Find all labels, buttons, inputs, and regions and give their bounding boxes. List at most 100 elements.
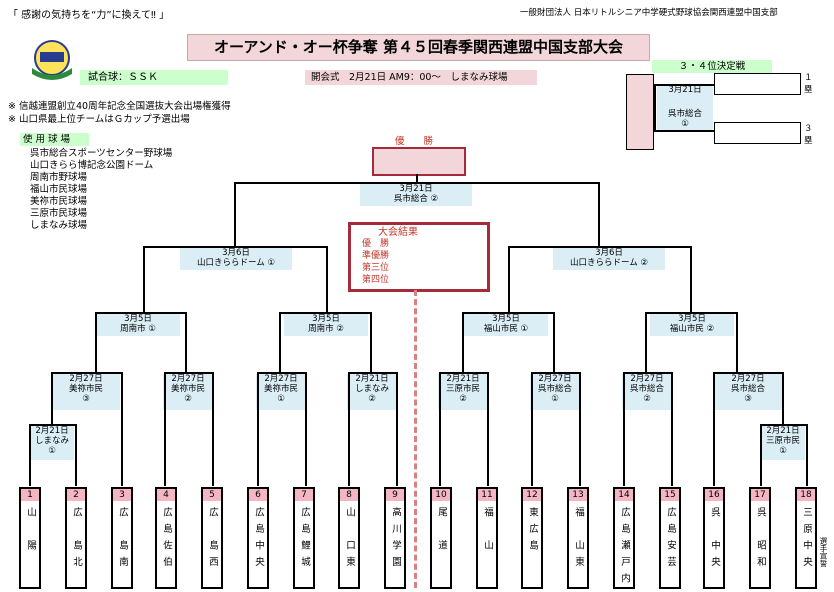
match-venue: 美祢市民 bbox=[263, 384, 298, 394]
match-venue: 呉市総合 bbox=[629, 384, 664, 394]
team-number: 13 bbox=[569, 489, 587, 501]
match-date: 2月21日 bbox=[35, 426, 69, 436]
match-number: ② bbox=[459, 394, 467, 404]
team-number: 18 bbox=[797, 489, 815, 501]
team-name: 山 陽 bbox=[25, 507, 36, 557]
team-number: 7 bbox=[295, 489, 313, 501]
team-name: 高川学園 bbox=[390, 507, 401, 573]
final-match: 3月21日 呉市総合 ② bbox=[360, 184, 472, 206]
match-number: ② bbox=[368, 394, 376, 404]
match-date: 3月21日 bbox=[399, 184, 433, 194]
team-number: 15 bbox=[661, 489, 679, 501]
team-name: 広 島西 bbox=[207, 507, 218, 573]
champion-label: 優 勝 bbox=[395, 136, 434, 147]
match-date: 2月21日 bbox=[446, 374, 480, 384]
match-date: 3月5日 bbox=[312, 314, 340, 324]
match-date: 3月6日 bbox=[595, 248, 623, 258]
team-number: 1 bbox=[21, 489, 39, 501]
round2-match-3: 2月27日 美祢市民 ① bbox=[256, 374, 306, 410]
team-slot: 7 広島鯉城 bbox=[293, 487, 315, 589]
round2-match-5: 2月21日 三原市民 ② bbox=[438, 374, 488, 410]
team-name: 広 島北 bbox=[71, 507, 82, 573]
match-number: ① bbox=[551, 394, 559, 404]
results-box bbox=[348, 222, 490, 292]
team-number: 16 bbox=[705, 489, 723, 501]
round2-match-2: 2月27日 美祢市民 ② bbox=[163, 374, 213, 410]
round1-match-left: 2月21日 しまなみ ① bbox=[30, 426, 74, 460]
match-venue: 呉市総合 bbox=[667, 109, 702, 119]
note-1: ※ 信越連盟創立40周年記念全国選抜大会出場権獲得 bbox=[8, 101, 231, 112]
team-number: 4 bbox=[157, 489, 175, 501]
third-place-slot-upper bbox=[714, 73, 801, 95]
match-venue: 美祢市民 bbox=[170, 384, 205, 394]
match-number: ③ bbox=[82, 394, 90, 404]
team-name: 広島中央 bbox=[253, 507, 264, 573]
venue-item: 福山市民球場 bbox=[30, 184, 88, 195]
team-number: 2 bbox=[67, 489, 85, 501]
results-row: 優 勝 bbox=[362, 239, 390, 249]
match-venue: 福山市民 ① bbox=[483, 324, 529, 334]
game-ball: 試合球：ＳＳＫ bbox=[80, 70, 228, 85]
team-slot: 6 広島中央 bbox=[247, 487, 269, 589]
match-date: 3月21日 bbox=[668, 85, 702, 95]
results-row: 第四位 bbox=[362, 275, 390, 285]
round2-match-4: 2月21日 しまなみ ② bbox=[347, 374, 397, 410]
team-number: 6 bbox=[249, 489, 267, 501]
match-number: ③ bbox=[744, 394, 752, 404]
team-name: 広島佐伯 bbox=[161, 507, 172, 573]
team-number: 12 bbox=[523, 489, 541, 501]
team-name: 福 山東 bbox=[573, 507, 584, 573]
league-logo bbox=[32, 40, 72, 80]
match-venue: 福山市民 ② bbox=[669, 324, 715, 334]
match-number: ① bbox=[779, 446, 787, 456]
team-slot: 2 広 島北 bbox=[65, 487, 87, 589]
team-name: 広 島南 bbox=[117, 507, 128, 573]
quarterfinal-2: 3月5日 周南市 ② bbox=[284, 314, 368, 336]
team-slot: 1 山 陽 bbox=[19, 487, 41, 589]
match-date: 2月27日 bbox=[171, 374, 205, 384]
match-date: 3月5日 bbox=[678, 314, 706, 324]
venue-item: 三原市民球場 bbox=[30, 208, 88, 219]
team-name: 広島瀬戸内 bbox=[619, 507, 630, 590]
note-2: ※ 山口県最上位チームはＧカップ予選出場 bbox=[8, 114, 190, 125]
team-number: 3 bbox=[113, 489, 131, 501]
round1-match-right: 2月21日 三原市民 ① bbox=[761, 426, 805, 460]
match-venue: 周南市 ① bbox=[120, 324, 156, 334]
team-number: 11 bbox=[478, 489, 496, 501]
venue-item: 周南市野球場 bbox=[30, 172, 88, 183]
match-date: 3月5日 bbox=[124, 314, 152, 324]
team-name: 三原中央 bbox=[801, 507, 812, 573]
match-date: 2月27日 bbox=[264, 374, 298, 384]
match-date: 3月5日 bbox=[492, 314, 520, 324]
team-number: 17 bbox=[751, 489, 769, 501]
semifinal-left: 3月6日 山口きららドーム ① bbox=[180, 248, 292, 270]
quarterfinal-4: 3月5日 福山市民 ② bbox=[650, 314, 734, 336]
quarterfinal-1: 3月5日 周南市 ① bbox=[96, 314, 180, 336]
third-place-title: ３・４位決定戦 bbox=[652, 60, 772, 73]
player-oath-note: 選手宣誓 bbox=[819, 537, 828, 567]
team-name: 山 口東 bbox=[344, 507, 355, 573]
team-number: 5 bbox=[203, 489, 221, 501]
results-title: 大会結果 bbox=[378, 227, 418, 238]
round2-match-8: 2月27日 呉市総合 ③ bbox=[714, 374, 782, 410]
match-number: ① bbox=[48, 446, 56, 456]
match-venue: 三原市民 bbox=[445, 384, 480, 394]
third-place-bracket-box bbox=[626, 74, 654, 150]
team-slot: 5 広 島西 bbox=[201, 487, 223, 589]
venue-item: 美祢市民球場 bbox=[30, 196, 88, 207]
match-venue: 呉市総合 bbox=[730, 384, 765, 394]
team-name: 広島鯉城 bbox=[299, 507, 310, 573]
match-date: 2月27日 bbox=[69, 374, 103, 384]
match-venue: 三原市民 bbox=[765, 436, 800, 446]
champion-box bbox=[372, 147, 466, 176]
team-name: 尾 道 bbox=[436, 507, 447, 557]
match-venue: しまなみ bbox=[34, 436, 69, 446]
